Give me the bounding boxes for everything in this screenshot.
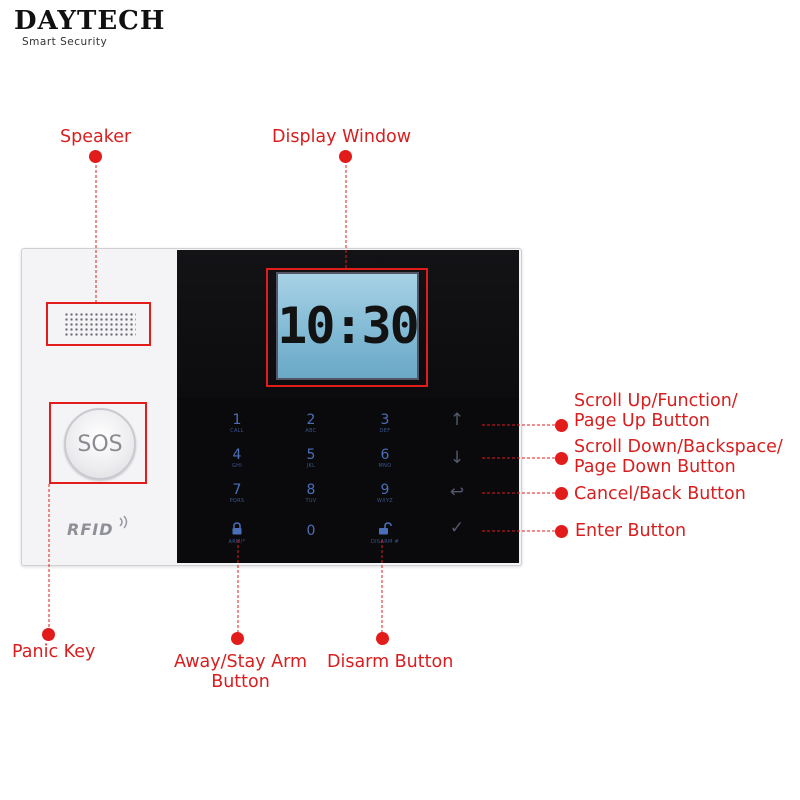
key-3-letters: DEF <box>379 428 391 434</box>
away-stay-callout-line2: Button <box>211 672 270 692</box>
key-5-number: 5 <box>306 447 316 463</box>
cancel-callout-dot <box>555 487 568 500</box>
scroll-up-callout-line1: Scroll Up/Function/ <box>574 391 738 411</box>
unlock-icon <box>379 522 392 535</box>
away-stay-callout-line1: Away/Stay Arm <box>173 652 308 672</box>
panic-callout-dot <box>42 628 55 641</box>
rfid-wave-icon <box>119 515 128 529</box>
key-9-letters: WXYZ <box>376 498 394 504</box>
panic-key-callout: Panic Key <box>12 642 96 662</box>
scroll-up-callout-dot <box>555 419 568 432</box>
key-4-letters: GHI <box>231 463 242 469</box>
disarm-key[interactable]: DISARM # <box>365 520 405 545</box>
key-6-letters: MNO <box>378 463 392 469</box>
away-callout-dot <box>231 632 244 645</box>
scroll-down-callout-line1: Scroll Down/Backspace/ <box>574 437 783 457</box>
sos-button[interactable]: SOS <box>64 408 136 480</box>
scroll-up-key[interactable]: ↑ <box>449 410 465 430</box>
display-highlight-box <box>266 268 428 387</box>
key-3-number: 3 <box>380 412 390 428</box>
key-1-number: 1 <box>232 412 242 428</box>
key-0[interactable]: 0 <box>291 524 331 539</box>
key-2-letters: ABC <box>305 428 317 434</box>
speaker-callout-dot <box>89 150 102 163</box>
lcd-time: 10:30 <box>277 297 420 355</box>
disarm-callout: Disarm Button <box>327 652 454 672</box>
brand-logo: DAYTECH <box>14 6 166 36</box>
key-8-number: 8 <box>306 482 316 498</box>
key-6-number: 6 <box>380 447 390 463</box>
key-1-letters: CALL <box>230 428 244 434</box>
back-key[interactable]: ↩ <box>449 482 465 502</box>
rfid-label: RFID <box>67 520 114 539</box>
away-stay-arm-key[interactable]: ARM/* <box>217 520 257 545</box>
away-key-label: ARM/* <box>228 539 246 545</box>
sos-label: SOS <box>77 431 123 457</box>
cancel-callout: Cancel/Back Button <box>574 484 746 504</box>
disarm-callout-dot <box>376 632 389 645</box>
scroll-down-callout-line2: Page Down Button <box>574 457 736 477</box>
display-window-callout: Display Window <box>272 127 412 147</box>
brand-tagline: Smart Security <box>22 36 108 48</box>
key-7-number: 7 <box>232 482 242 498</box>
panic-key-highlight-box <box>49 402 147 484</box>
enter-key[interactable]: ✓ <box>449 518 465 538</box>
key-7-letters: PQRS <box>229 498 245 504</box>
key-2-number: 2 <box>306 412 316 428</box>
speaker-grille <box>64 312 136 336</box>
enter-callout: Enter Button <box>575 521 687 541</box>
speaker-highlight-box <box>46 302 151 346</box>
key-8-letters: TUV <box>305 498 317 504</box>
lcd-display: 10:30 <box>276 272 420 380</box>
key-9-number: 9 <box>380 482 390 498</box>
scroll-down-key[interactable]: ↓ <box>449 448 465 468</box>
speaker-callout: Speaker <box>60 127 132 147</box>
scroll-down-callout-dot <box>555 452 568 465</box>
key-0-number: 0 <box>306 523 316 539</box>
scroll-up-callout-line2: Page Up Button <box>574 411 711 431</box>
key-4-number: 4 <box>232 447 242 463</box>
enter-callout-dot <box>555 525 568 538</box>
key-5-letters: JKL <box>306 463 316 469</box>
lock-icon <box>232 522 242 535</box>
display-callout-dot <box>339 150 352 163</box>
disarm-key-label: DISARM # <box>371 539 399 545</box>
